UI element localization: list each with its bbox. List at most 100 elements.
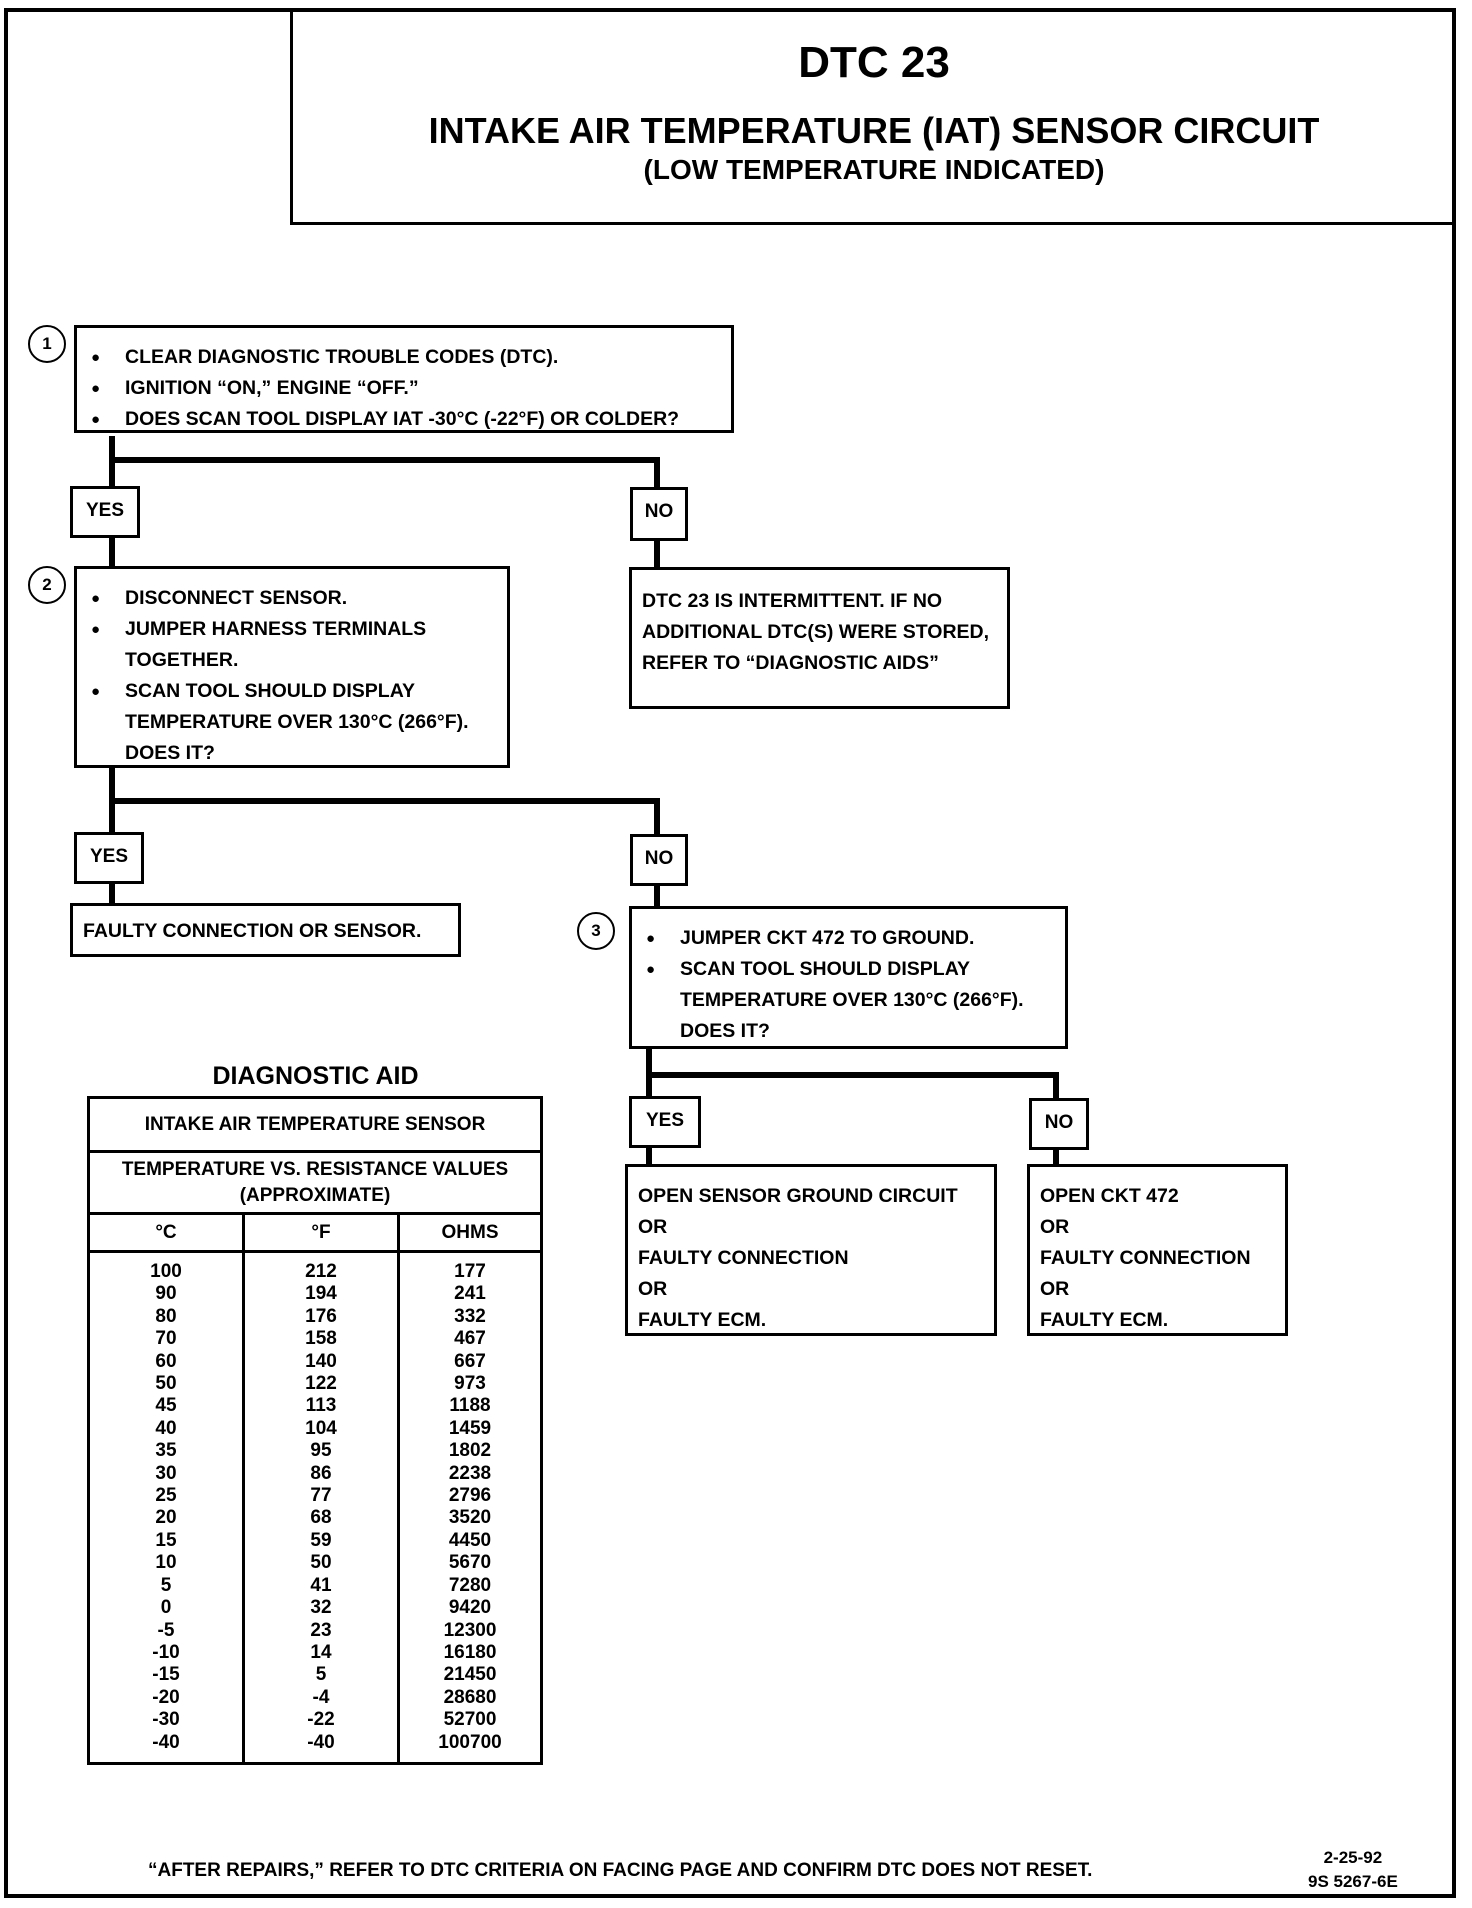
step-2-line: JUMPER HARNESS TERMINALS TOGETHER. <box>85 614 499 676</box>
connector-line <box>654 457 660 487</box>
table-cell: 1802 <box>448 1440 492 1462</box>
table-cell: 59 <box>310 1529 332 1551</box>
connector-line <box>654 884 660 906</box>
step-1-line: IGNITION “ON,” ENGINE “OFF.” <box>85 373 723 404</box>
table-cell: 332 <box>454 1305 486 1327</box>
title-block: DTC 23 INTAKE AIR TEMPERATURE (IAT) SENS… <box>290 10 1455 225</box>
result-line: OPEN SENSOR GROUND CIRCUIT <box>638 1185 958 1207</box>
connector-line <box>646 1146 652 1166</box>
table-cell: 52700 <box>443 1709 497 1731</box>
table-cell: 10 <box>155 1552 177 1574</box>
result-line: OR <box>1040 1278 1070 1300</box>
table-cell: 9420 <box>448 1597 492 1619</box>
table-cell: 100700 <box>438 1731 502 1753</box>
table-cell: -22 <box>307 1709 335 1731</box>
step-number-badge: 1 <box>28 325 66 363</box>
table-header: INTAKE AIR TEMPERATURE SENSOR <box>87 1096 543 1153</box>
table-cell: 467 <box>454 1328 486 1350</box>
connector-line <box>1053 1148 1059 1166</box>
table-cell: 1459 <box>448 1417 492 1439</box>
document-code: 9S 5267-6E <box>1308 1872 1398 1891</box>
step-3-line: SCAN TOOL SHOULD DISPLAY TEMPERATURE OVE… <box>640 954 1057 1047</box>
table-cell: 212 <box>305 1261 337 1282</box>
step-3-box: JUMPER CKT 472 TO GROUND. SCAN TOOL SHOU… <box>629 906 1068 1049</box>
table-cell: 80 <box>155 1305 177 1327</box>
table-cell: 45 <box>155 1395 177 1417</box>
table-cell: 60 <box>155 1350 177 1372</box>
table-cell: 28680 <box>443 1686 497 1708</box>
step-number-badge: 3 <box>577 912 615 950</box>
step-3-line: JUMPER CKT 472 TO GROUND. <box>640 923 1057 954</box>
column-header-fahrenheit: °F <box>242 1212 400 1253</box>
table-cell: 177 <box>454 1261 486 1282</box>
table-cell: -5 <box>157 1619 175 1641</box>
table-cell: -30 <box>152 1709 180 1731</box>
table-cell: 100 <box>150 1261 182 1282</box>
connector-line <box>646 1046 652 1096</box>
page-subtitle: (LOW TEMPERATURE INDICATED) <box>643 154 1105 185</box>
step-2-line: SCAN TOOL SHOULD DISPLAY TEMPERATURE OVE… <box>85 676 499 769</box>
table-cell: 667 <box>454 1350 486 1372</box>
table-cell: 1188 <box>449 1395 491 1417</box>
result-line: FAULTY ECM. <box>638 1309 767 1331</box>
table-cell: 973 <box>454 1373 486 1395</box>
step-2-line: DISCONNECT SENSOR. <box>85 583 499 614</box>
table-cell: 41 <box>310 1574 332 1596</box>
result-line: FAULTY CONNECTION <box>1040 1247 1251 1269</box>
step-number-badge: 2 <box>28 566 66 604</box>
table-cell: 35 <box>155 1440 177 1462</box>
table-cell: 23 <box>310 1619 332 1641</box>
table-cell: 20 <box>155 1507 177 1529</box>
no-label: NO <box>630 487 688 541</box>
diagnostic-aid-table: INTAKE AIR TEMPERATURE SENSOR TEMPERATUR… <box>87 1096 543 1765</box>
table-cell: 140 <box>305 1350 337 1372</box>
table-cell: 50 <box>310 1552 332 1574</box>
no-label: NO <box>630 834 688 886</box>
table-cell: 104 <box>305 1417 337 1439</box>
table-cell: 3520 <box>448 1507 492 1529</box>
table-cell: 50 <box>155 1373 177 1395</box>
column-header-ohms: OHMS <box>397 1212 543 1253</box>
faulty-connection-or-sensor-box: FAULTY CONNECTION OR SENSOR. <box>70 903 461 957</box>
step-2-box: DISCONNECT SENSOR. JUMPER HARNESS TERMIN… <box>74 566 510 768</box>
diagnostic-aid-title: DIAGNOSTIC AID <box>212 1062 419 1090</box>
connector-line <box>109 457 660 463</box>
table-cell: 4450 <box>448 1529 492 1551</box>
yes-label: YES <box>629 1096 701 1148</box>
result-line: FAULTY CONNECTION <box>638 1247 849 1269</box>
table-cell: 7280 <box>448 1574 492 1596</box>
connector-line <box>654 540 660 568</box>
step-1-line: DOES SCAN TOOL DISPLAY IAT -30°C (-22°F)… <box>85 404 723 435</box>
connector-line <box>646 1072 1059 1078</box>
table-cell: -4 <box>312 1686 330 1708</box>
table-cell: 2796 <box>448 1485 492 1507</box>
table-cell: -20 <box>152 1686 180 1708</box>
result-line: OR <box>638 1278 668 1300</box>
table-cell: -40 <box>152 1731 180 1753</box>
connector-line <box>109 798 660 804</box>
table-cell: 16180 <box>443 1641 497 1663</box>
result-line: OR <box>1040 1216 1070 1238</box>
table-cell: 25 <box>155 1485 177 1507</box>
connector-line <box>1053 1072 1059 1098</box>
table-cell: 2238 <box>448 1462 492 1484</box>
table-cell: -15 <box>152 1664 180 1686</box>
document-date-code: 2-25-92 9S 5267-6E <box>1308 1846 1398 1894</box>
table-cell: 21450 <box>443 1664 497 1686</box>
step-1-box: CLEAR DIAGNOSTIC TROUBLE CODES (DTC). IG… <box>74 325 734 435</box>
open-sensor-ground-result-box: OPEN SENSOR GROUND CIRCUIT OR FAULTY CON… <box>625 1164 997 1336</box>
table-cell: 113 <box>305 1395 337 1417</box>
footer-note: “AFTER REPAIRS,” REFER TO DTC CRITERIA O… <box>148 1860 1093 1881</box>
yes-label: YES <box>74 832 144 884</box>
step-1-line: CLEAR DIAGNOSTIC TROUBLE CODES (DTC). <box>85 342 723 373</box>
intermittent-result-box: DTC 23 IS INTERMITTENT. IF NO ADDITIONAL… <box>629 567 1010 709</box>
table-cell: 176 <box>305 1305 337 1327</box>
no-label: NO <box>1029 1098 1089 1150</box>
table-cell: 122 <box>305 1373 337 1395</box>
table-cell: 241 <box>454 1283 486 1305</box>
connector-line <box>109 881 115 903</box>
table-cell: 12300 <box>443 1619 497 1641</box>
page-frame <box>4 8 1456 1898</box>
